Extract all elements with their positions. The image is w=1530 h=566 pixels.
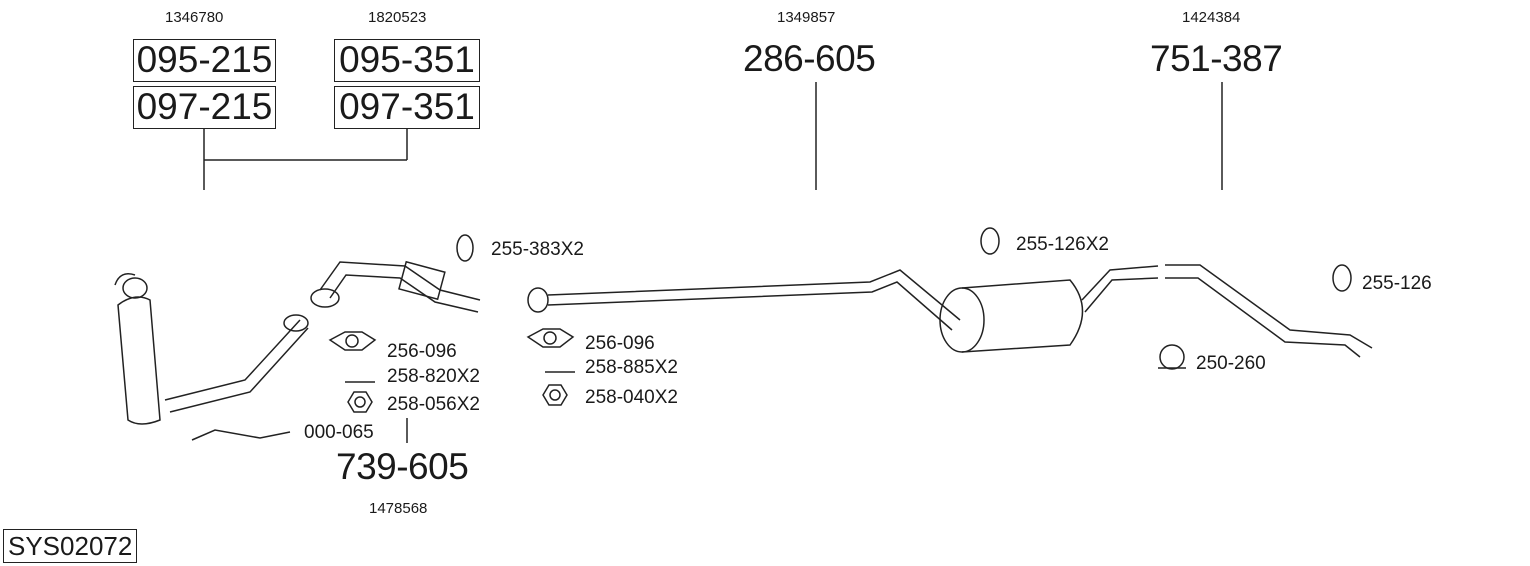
muffler-icon: [939, 265, 1159, 353]
gasket-icons: [328, 328, 575, 351]
bolt-2-label[interactable]: 258-885X2: [585, 357, 678, 378]
bolt-icons: [345, 371, 575, 383]
tail-pipe-icon: [1165, 264, 1373, 358]
clamp-icon: [1158, 344, 1186, 370]
group-2-ref: 1820523: [368, 9, 427, 26]
part-box[interactable]: 097-351: [334, 86, 480, 129]
part-box[interactable]: 095-215: [133, 39, 276, 82]
part-box[interactable]: 095-351: [334, 39, 480, 82]
dpf-catalyst-icon: [114, 273, 161, 425]
sensor-icon: [191, 429, 291, 441]
part-box[interactable]: 097-215: [133, 86, 276, 129]
gasket-2-label[interactable]: 256-096: [585, 333, 655, 354]
clamp-label[interactable]: 250-260: [1196, 353, 1266, 374]
sensor-label[interactable]: 000-065: [304, 422, 374, 443]
flex-pipe-icon: [310, 260, 481, 313]
nut-2-label[interactable]: 258-040X2: [585, 387, 678, 408]
gasket-1-label[interactable]: 256-096: [387, 341, 457, 362]
front-pipe-icon: [164, 314, 309, 413]
front-pipe-ref: 1478568: [369, 500, 428, 517]
bolt-1-label[interactable]: 258-820X2: [387, 366, 480, 387]
rubber-mount-icons: [456, 227, 1352, 292]
system-id: SYS02072: [3, 529, 138, 563]
centre-pipe-ref: 1349857: [777, 9, 836, 26]
mount-front-label[interactable]: 255-383X2: [491, 239, 584, 260]
leader-lines: [203, 82, 1223, 443]
rear-pipe-part[interactable]: 751-387: [1150, 38, 1283, 79]
centre-pipe-part[interactable]: 286-605: [743, 38, 876, 79]
mount-mid-label[interactable]: 255-126X2: [1016, 234, 1109, 255]
front-pipe-part[interactable]: 739-605: [336, 446, 469, 487]
centre-pipe-icon: [527, 269, 961, 331]
group-1-ref: 1346780: [165, 9, 224, 26]
nut-icons: [347, 384, 568, 413]
rear-pipe-ref: 1424384: [1182, 9, 1241, 26]
nut-1-label[interactable]: 258-056X2: [387, 394, 480, 415]
mount-rear-label[interactable]: 255-126: [1362, 273, 1432, 294]
